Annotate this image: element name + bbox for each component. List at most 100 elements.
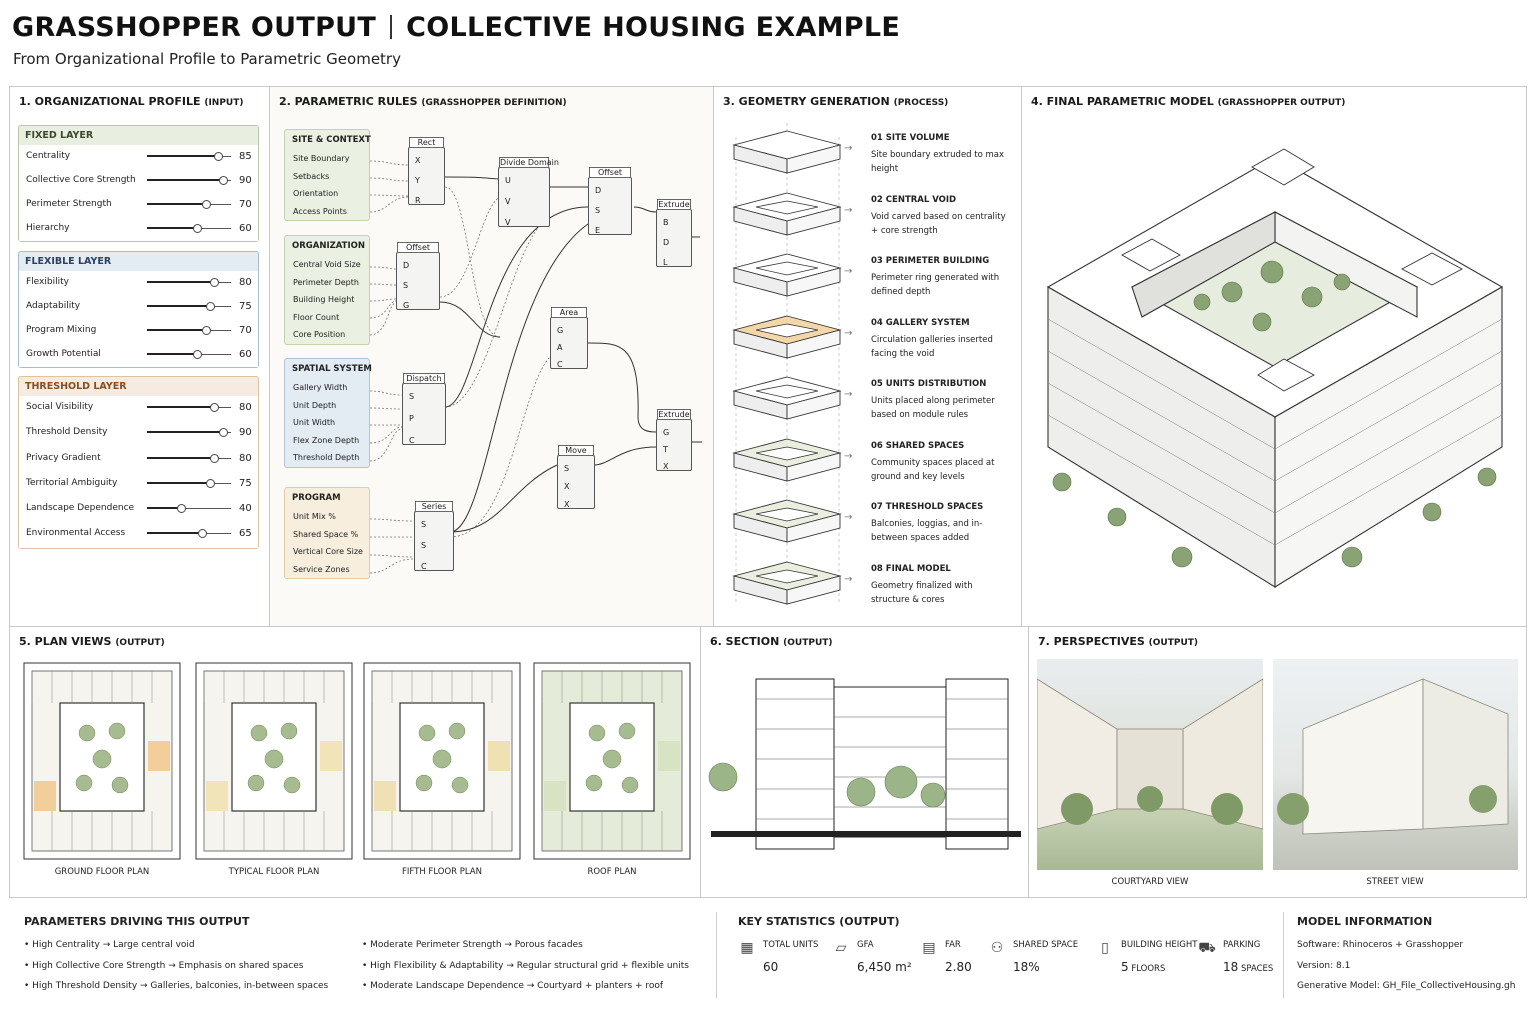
slider-knob[interactable] (176, 504, 186, 514)
slider-knob[interactable] (210, 453, 220, 463)
perspectives-panel: 7. PERSPECTIVES (OUTPUT) COURTYARD VIEW … (1028, 626, 1527, 898)
stat-value: 2.80 (945, 960, 972, 974)
node-port: E (595, 226, 601, 235)
parameter-label: Hierarchy (26, 223, 70, 233)
parameter-slider[interactable] (147, 278, 231, 287)
people-icon: ⚇ (990, 940, 1004, 956)
parameter-slider[interactable] (147, 326, 231, 335)
node-title: Area (551, 307, 587, 318)
parameter-slider[interactable] (147, 428, 231, 438)
profile-panel: 1. ORGANIZATIONAL PROFILE (INPUT) FIXED … (9, 86, 270, 627)
slider-knob[interactable] (214, 152, 224, 161)
section-drawing (708, 678, 1021, 850)
plan-label: GROUND FLOOR PLAN (54, 867, 150, 877)
slider-knob[interactable] (210, 403, 220, 412)
node-port: X (564, 500, 570, 509)
driver-item: • Moderate Landscape Dependence → Courty… (362, 981, 664, 991)
slider-knob[interactable] (210, 278, 220, 287)
step-title: 03 PERIMETER BUILDING (871, 256, 990, 266)
parameter-slider[interactable] (147, 152, 231, 161)
node-port: T (663, 445, 668, 454)
step-arrow-icon: → (844, 573, 853, 585)
info-line: Generative Model: GH_File_CollectiveHous… (1297, 981, 1516, 991)
step-description: Balconies, loggias, and in-between space… (871, 519, 983, 543)
parameter-slider[interactable] (147, 504, 231, 514)
plan-label: ROOF PLAN (587, 867, 637, 877)
group-item: Threshold Depth (293, 453, 360, 462)
parameter-slider[interactable] (147, 478, 231, 488)
parameter-slider[interactable] (147, 529, 231, 539)
parameter-slider[interactable] (147, 176, 231, 185)
parameter-slider[interactable] (147, 200, 231, 209)
plan-label: FIFTH FLOOR PLAN (402, 867, 482, 877)
info-line: Software: Rhinoceros + Grasshopper (1297, 940, 1464, 950)
step-massing-icon (732, 192, 842, 236)
parameter-slider[interactable] (147, 403, 231, 412)
step-title: 06 SHARED SPACES (871, 440, 965, 451)
node-port: P (409, 414, 414, 423)
group-item: Central Void Size (293, 260, 361, 269)
layer-heading: FLEXIBLE LAYER (25, 256, 112, 267)
stat-unit: SPACES (1238, 964, 1274, 974)
node-port: G (557, 326, 564, 335)
section-title: 6. SECTION (OUTPUT) (710, 635, 833, 648)
node-port: R (415, 196, 421, 205)
slider-knob[interactable] (193, 350, 203, 359)
slider-knob[interactable] (206, 478, 215, 488)
tower-icon: ▯ (1101, 940, 1109, 956)
node-port: G (663, 428, 670, 437)
node-port: D (403, 261, 410, 270)
parameter-slider[interactable] (147, 453, 231, 463)
step-massing-icon (732, 315, 842, 359)
parameter-slider[interactable] (147, 302, 231, 311)
parameter-slider[interactable] (147, 224, 231, 233)
group-item: Gallery Width (293, 383, 348, 392)
slider-knob[interactable] (193, 224, 203, 233)
group-item: Unit Width (293, 418, 336, 427)
slider-knob[interactable] (201, 200, 211, 209)
step-massing-icon (732, 253, 842, 297)
stat-label: SHARED SPACE (1013, 940, 1079, 950)
slider-knob[interactable] (206, 302, 215, 311)
parameter-label: Landscape Dependence (26, 503, 135, 514)
step-title: 01 SITE VOLUME (871, 133, 950, 143)
node-port: S (409, 392, 415, 401)
slider-fill (147, 329, 206, 331)
slider-fill (147, 507, 181, 510)
node-port: V (505, 218, 511, 227)
step-arrow-icon: → (844, 450, 853, 462)
group-item: Vertical Core Size (293, 547, 363, 556)
perspectives-title: 7. PERSPECTIVES (OUTPUT) (1038, 635, 1199, 648)
rules-wires (369, 160, 702, 574)
geometry-panel: 3. GEOMETRY GENERATION (PROCESS) →01 SIT… (713, 86, 1022, 627)
parameter-label: Perimeter Strength (26, 199, 112, 209)
node-port: G (403, 301, 410, 310)
group-item: Setbacks (293, 171, 330, 181)
slider-knob[interactable] (218, 176, 228, 185)
slider-knob[interactable] (197, 529, 207, 539)
slider-knob[interactable] (218, 428, 228, 438)
slider-fill (147, 456, 215, 459)
parameter-slider[interactable] (147, 350, 231, 359)
step-arrow-icon: → (844, 204, 853, 216)
node-port: S (595, 206, 601, 215)
group-item: Perimeter Depth (293, 277, 359, 287)
slider-knob[interactable] (201, 326, 211, 335)
